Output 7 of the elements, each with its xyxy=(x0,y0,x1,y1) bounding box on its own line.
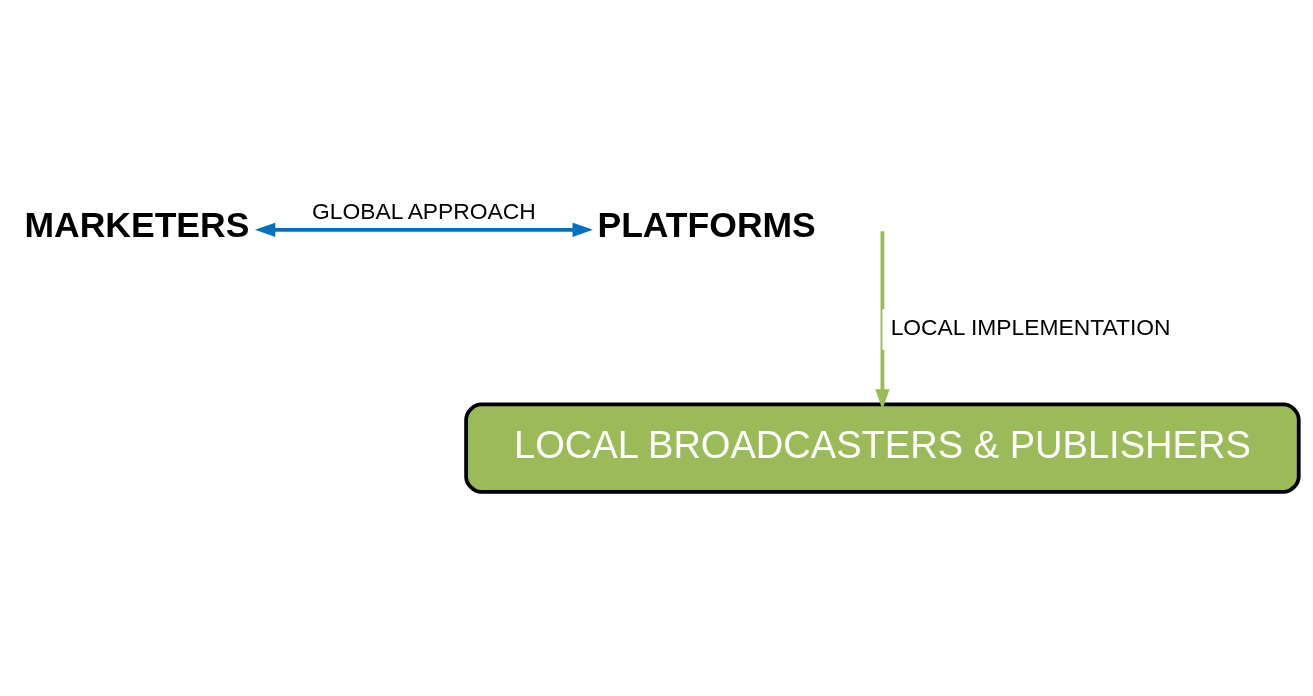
edge-label: GLOBAL APPROACH xyxy=(312,197,536,224)
node-text: PLATFORMS xyxy=(597,204,816,245)
edge-label: LOCAL IMPLEMENTATION xyxy=(890,313,1171,340)
arrow xyxy=(254,222,593,237)
arrow xyxy=(875,230,890,410)
node-box: LOCAL BROADCASTERS & PUBLISHERS xyxy=(464,401,1301,494)
node-text: MARKETERS xyxy=(24,204,250,245)
